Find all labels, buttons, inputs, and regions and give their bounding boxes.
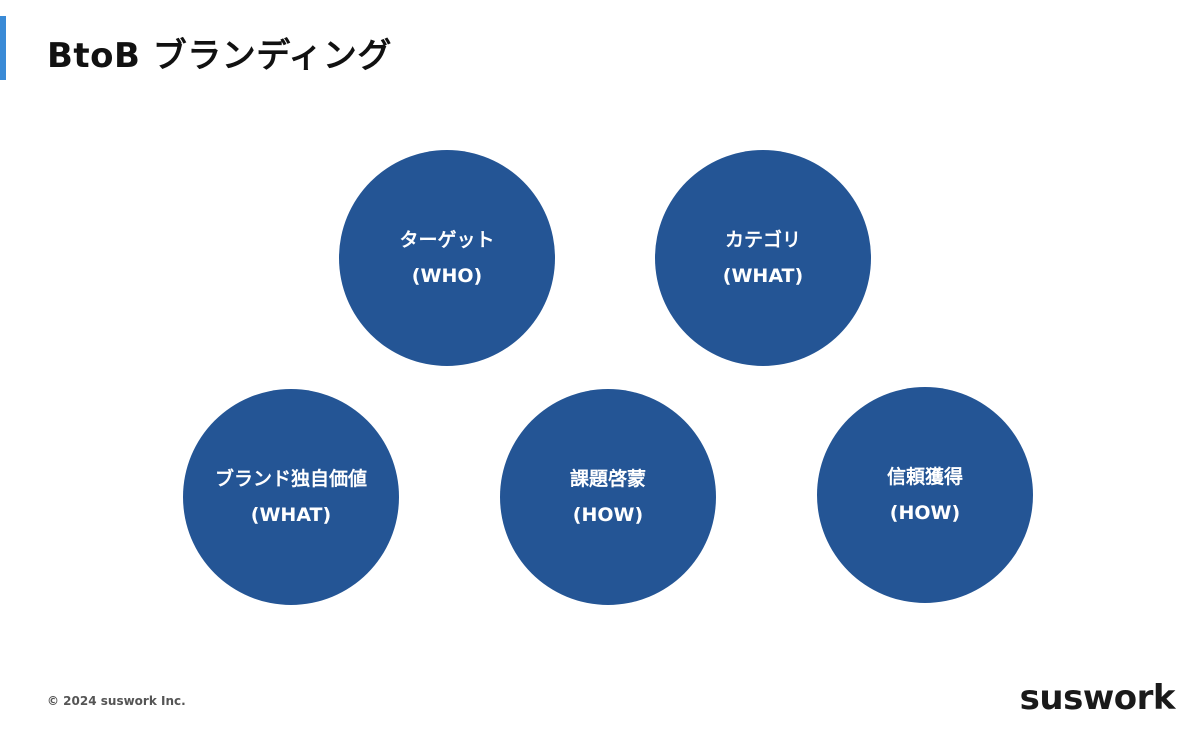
circle-trust-building-label: 信頼獲得 — [886, 466, 963, 488]
circle-target-sub: (WHO) — [411, 265, 483, 287]
page-title: BtoB ブランディング — [47, 36, 392, 76]
circle-target-label: ターゲット — [399, 229, 495, 251]
circle-target: ターゲット (WHO) — [339, 150, 555, 366]
circle-issue-awareness-label: 課題啓蒙 — [569, 468, 646, 490]
circle-brand-value: ブランド独自価値 (WHAT) — [183, 389, 399, 605]
circle-trust-building: 信頼獲得 (HOW) — [817, 387, 1033, 603]
circle-issue-awareness: 課題啓蒙 (HOW) — [500, 389, 716, 605]
suswork-logo: suswork — [1019, 678, 1176, 718]
circle-brand-value-label: ブランド独自価値 — [214, 468, 367, 490]
title-accent-bar — [0, 16, 6, 80]
circle-issue-awareness-sub: (HOW) — [572, 504, 644, 526]
circle-category-label: カテゴリ — [724, 229, 801, 251]
circle-trust-building-sub: (HOW) — [889, 502, 961, 524]
circle-category-sub: (WHAT) — [722, 265, 804, 287]
footer-copyright: © 2024 suswork Inc. — [47, 694, 186, 708]
circle-category: カテゴリ (WHAT) — [655, 150, 871, 366]
circle-brand-value-sub: (WHAT) — [250, 504, 332, 526]
